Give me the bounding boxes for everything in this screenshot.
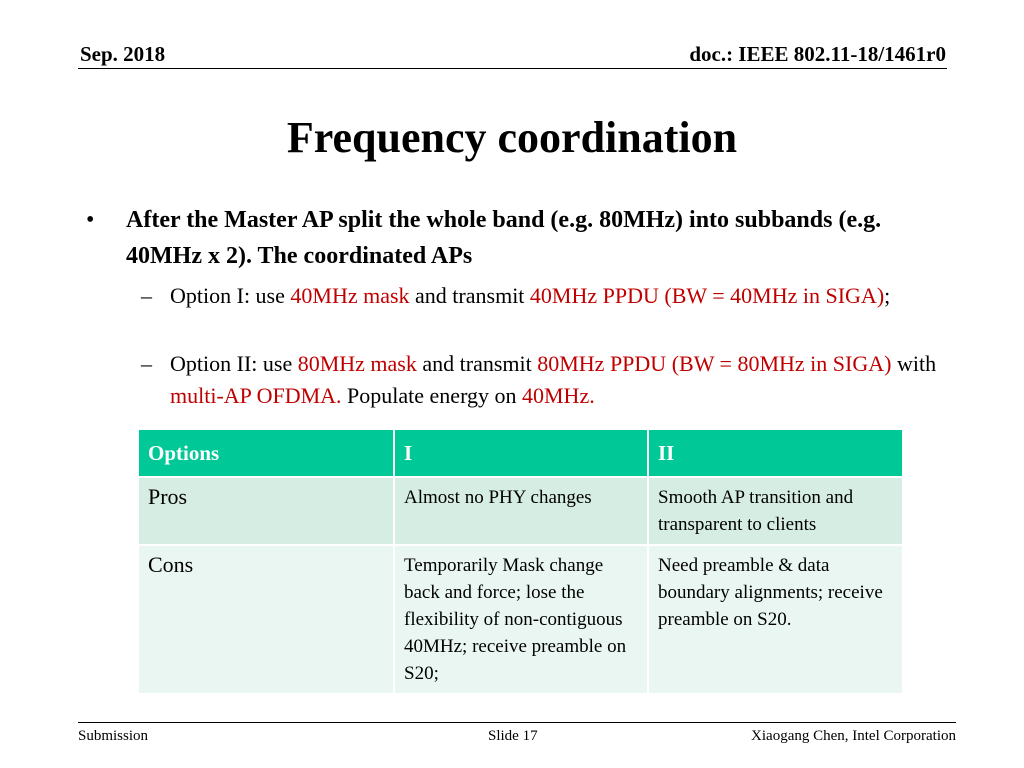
footer-divider xyxy=(78,722,956,723)
bullet-marker: • xyxy=(86,207,95,233)
highlight-text: 80MHz mask xyxy=(297,351,417,376)
sub-bullet-dash-1: – xyxy=(141,283,152,308)
table-row: Cons Temporarily Mask change back and fo… xyxy=(137,544,904,695)
header-doc-id: doc.: IEEE 802.11-18/1461r0 xyxy=(689,42,946,66)
highlight-text: 80MHz PPDU (BW = 80MHz in SIGA) xyxy=(537,351,892,376)
footer-submission: Submission xyxy=(78,728,149,744)
cons-option-ii-cell: Need preamble & data boundary alignments… xyxy=(647,544,904,695)
table-row: Pros Almost no PHY changes Smooth AP tra… xyxy=(137,476,904,546)
highlight-text: multi-AP OFDMA. xyxy=(170,383,342,408)
table-header-row: Options I II xyxy=(137,428,904,478)
cons-option-i-cell: Temporarily Mask change back and force; … xyxy=(393,544,649,695)
sub-bullet-text: Option II: use xyxy=(170,351,298,376)
sub-bullet-option-2: Option II: use 80MHz mask and transmit 8… xyxy=(170,348,950,412)
options-table: Options I II Pros Almost no PHY changes … xyxy=(137,428,904,695)
table-header-option-i: I xyxy=(393,428,649,478)
table-header-options: Options xyxy=(137,428,395,478)
sub-bullet-dash-2: – xyxy=(141,351,152,376)
highlight-text: 40MHz. xyxy=(522,383,595,408)
row-label-pros: Pros xyxy=(137,476,395,546)
highlight-text: 40MHz mask xyxy=(290,283,410,308)
sub-bullet-text: ; xyxy=(884,283,891,308)
header-divider xyxy=(78,68,947,69)
pros-option-i-cell: Almost no PHY changes xyxy=(393,476,649,546)
slide-title: Frequency coordination xyxy=(286,113,738,162)
highlight-text: 40MHz PPDU (BW = 40MHz in SIGA) xyxy=(529,283,885,308)
pros-option-ii-cell: Smooth AP transition and transparent to … xyxy=(647,476,904,546)
main-bullet-text: After the Master AP split the whole band… xyxy=(126,207,882,269)
table-header-option-ii: II xyxy=(647,428,904,478)
sub-bullet-text: Option I: use xyxy=(170,283,291,308)
footer-author: Xiaogang Chen, Intel Corporation xyxy=(751,728,956,744)
sub-bullet-text: and transmit xyxy=(416,351,538,376)
footer-slide-number: Slide 17 xyxy=(488,728,538,744)
sub-bullet-text: with xyxy=(891,351,937,376)
header-date: Sep. 2018 xyxy=(80,42,166,66)
sub-bullet-option-1: Option I: use 40MHz mask and transmit 40… xyxy=(170,280,950,312)
sub-bullet-text: and transmit xyxy=(409,283,530,308)
sub-bullet-text: Populate energy on xyxy=(341,383,522,408)
row-label-cons: Cons xyxy=(137,544,395,695)
